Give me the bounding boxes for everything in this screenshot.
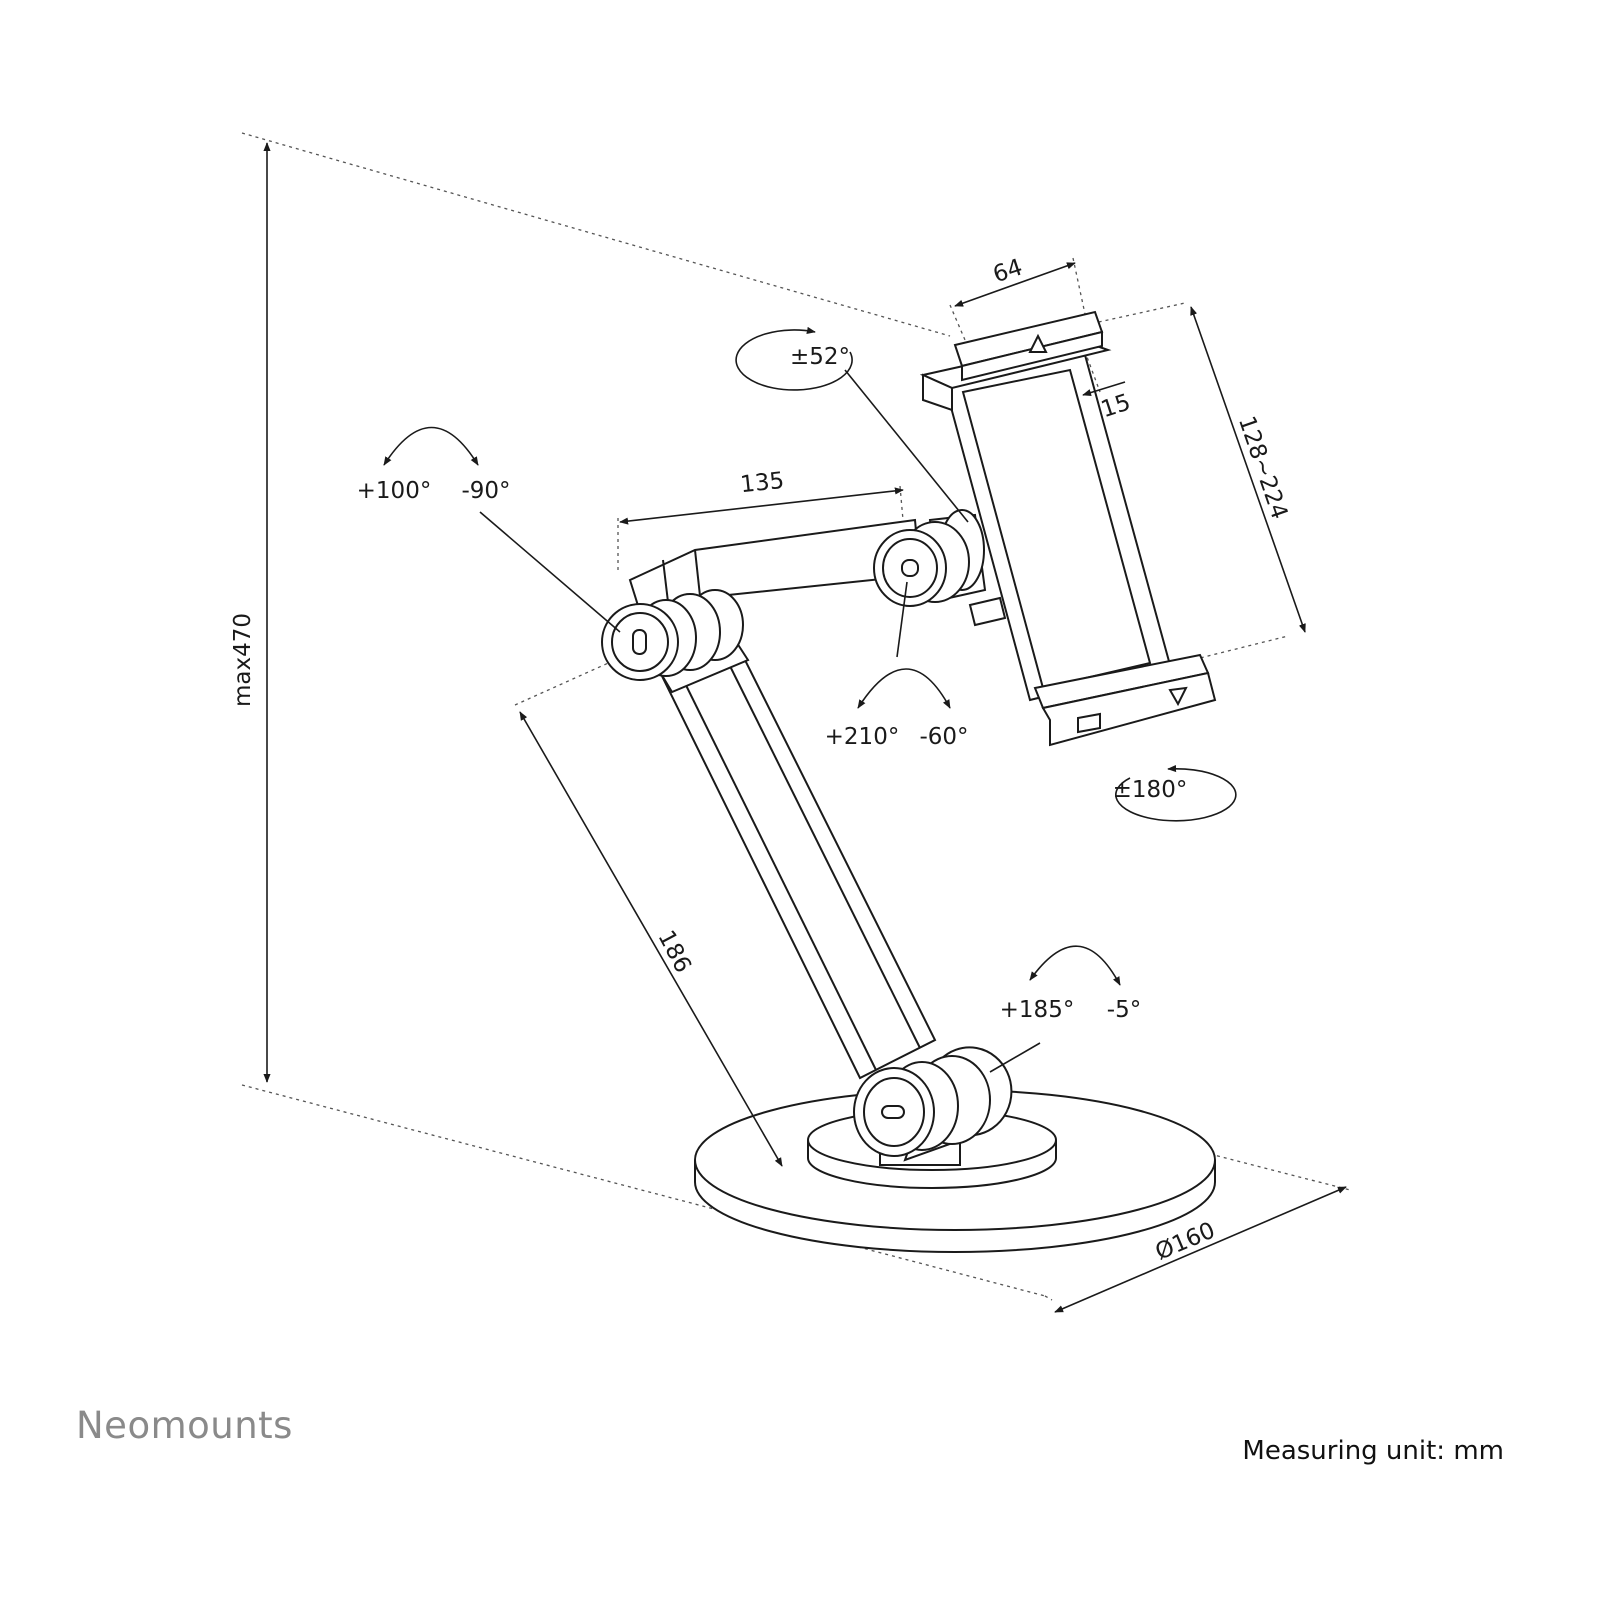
head-down-label: -60° bbox=[919, 724, 968, 750]
lower-arm-dimension-line bbox=[519, 711, 783, 1167]
head-rotation-arrow bbox=[857, 668, 951, 709]
leader-lines bbox=[479, 369, 1041, 1073]
clamp-lip-label: 15 bbox=[1098, 389, 1134, 423]
rotation-arcs bbox=[383, 326, 1237, 986]
rotate-ellipse-arrow bbox=[1115, 764, 1237, 822]
base-down-label: -5° bbox=[1107, 997, 1141, 1023]
lower-arm bbox=[658, 638, 937, 1080]
base-rotation-arrow bbox=[1029, 945, 1121, 986]
clamp-range-dimension-line bbox=[1190, 306, 1306, 633]
clamp-lip-dimension-line bbox=[1082, 381, 1126, 397]
elbow-down-label: -90° bbox=[461, 478, 510, 504]
elbow-joint bbox=[601, 589, 744, 681]
measuring-unit-note: Measuring unit: mm bbox=[1242, 1436, 1504, 1466]
elbow-rotation-arrow bbox=[383, 426, 479, 466]
rotation-labels: +100° -90° +210° -60° +185° -5° ±52° ±18… bbox=[357, 344, 1188, 1023]
clamp-depth-dimension-line bbox=[954, 262, 1076, 307]
tablet-holder bbox=[919, 310, 1217, 747]
clamp-range-label: 128~224 bbox=[1233, 413, 1292, 523]
base-diameter-dimension-line bbox=[1054, 1186, 1347, 1313]
dimension-lines bbox=[263, 142, 1347, 1313]
upper-arm-label: 135 bbox=[739, 468, 785, 498]
head-joint bbox=[873, 509, 987, 607]
height-max-label: max470 bbox=[230, 613, 256, 707]
elbow-up-label: +100° bbox=[357, 478, 432, 504]
base-up-label: +185° bbox=[1000, 997, 1075, 1023]
brand-logo: Neomounts bbox=[76, 1404, 293, 1447]
swivel-ellipse-arrow bbox=[735, 326, 853, 391]
rotate-label: ±180° bbox=[1113, 777, 1188, 803]
base-joint bbox=[853, 1046, 1013, 1162]
upper-arm-dimension-line bbox=[619, 487, 904, 525]
head-up-label: +210° bbox=[825, 724, 900, 750]
swivel-label: ±52° bbox=[790, 344, 850, 370]
